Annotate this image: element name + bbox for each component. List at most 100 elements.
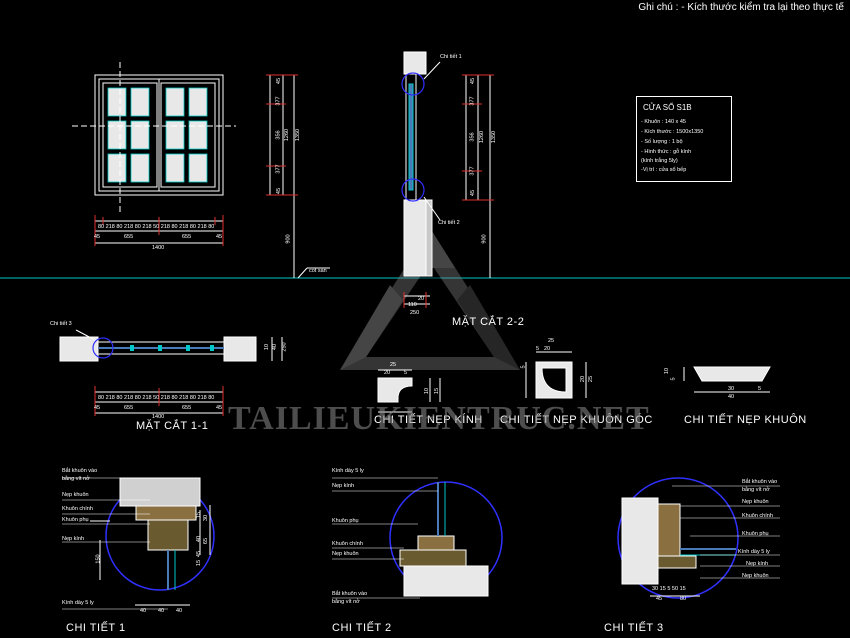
dim: 30 — [203, 514, 210, 522]
title-nep-khuon: CHI TIẾT NẸP KHUÔN — [684, 414, 807, 426]
callout-detail-1: Chi tiết 1 — [440, 54, 462, 60]
dim: 900 — [285, 234, 292, 244]
callout-detail-2: Chi tiết 2 — [438, 220, 460, 226]
dim: 377 — [275, 96, 282, 106]
ct3-label: Khuôn chính — [742, 513, 773, 519]
dim: 40 — [196, 535, 203, 543]
ct2-label: bằng vít nở — [332, 599, 360, 605]
dim: 80 — [116, 395, 123, 401]
dim: 377 — [469, 166, 476, 176]
ct3-label: Nẹp khuôn — [742, 499, 769, 505]
dim: 80 — [208, 224, 215, 230]
spec-line: -Vị trí : cửa sổ bếp — [641, 167, 687, 173]
dim: 5 — [404, 370, 408, 376]
dim: 250 — [281, 342, 288, 352]
dim: 25 — [390, 362, 397, 368]
title-detail-1: CHI TIẾT 1 — [66, 622, 126, 634]
dim: 218 — [124, 224, 134, 230]
dim: 1260 — [284, 128, 291, 142]
dim: 900 — [481, 234, 488, 244]
dim: 5 — [670, 377, 677, 381]
dim: 45 — [470, 77, 477, 85]
dim: 1350 — [295, 128, 302, 142]
callout-floor-level: cốt sàn — [309, 268, 327, 274]
watermark-text: TAILIEUKIENTRUC.NET — [228, 400, 650, 437]
dim: 655 — [124, 405, 134, 411]
title-nep-kinh: CHI TIẾT NẸP KÍNH — [374, 414, 483, 426]
dim: 50 — [153, 224, 160, 230]
dim: 218 — [197, 224, 207, 230]
profile-nep-kinh — [377, 369, 441, 413]
dim: 45 — [656, 596, 663, 602]
dim: 655 — [182, 405, 192, 411]
dim: 15 — [659, 586, 666, 592]
dim: 30 — [728, 386, 735, 392]
dim: 30 — [652, 586, 659, 592]
spec-title: CỬA SỔ S1B — [643, 103, 692, 112]
dim: 50 — [671, 586, 679, 592]
general-note: Ghi chú : - Kích thước kiểm tra lại theo… — [638, 2, 844, 13]
dim: 5 — [520, 365, 527, 369]
dim: 218 — [197, 395, 207, 401]
dim: 80 — [189, 395, 196, 401]
dim: 10 — [424, 387, 431, 395]
ct1-label: Nẹp kính — [62, 536, 85, 542]
ct3-label: Nẹp kính — [746, 561, 769, 567]
detail-1 — [62, 477, 215, 610]
dim: 45 — [276, 187, 283, 195]
dim: 150 — [95, 554, 102, 564]
section-title-2-2: MẶT CẮT 2-2 — [452, 316, 525, 328]
callout-detail-3: Chi tiết 3 — [50, 321, 72, 327]
ct3-label: Bắt khuôn vào — [742, 479, 778, 485]
dim: 20 — [544, 346, 551, 352]
dim: 15 — [434, 387, 441, 395]
ct3-dim-row: 30 15 5 50 15 — [652, 586, 686, 592]
dim: 45 — [216, 234, 223, 240]
dim: 5 — [667, 586, 671, 592]
dim: 45 — [196, 550, 203, 558]
dim: 218 — [105, 224, 115, 230]
dim: 218 — [179, 395, 189, 401]
dim: 15 — [196, 511, 203, 519]
ct1-label: Khuôn chính — [62, 506, 93, 512]
dim: 15 — [679, 586, 686, 592]
spec-line: - Kích thước : 1500x1350 — [641, 129, 704, 135]
dim: 20 — [384, 370, 391, 376]
dim: 45 — [216, 405, 223, 411]
ct2-label: Kính dày 5 ly — [332, 468, 364, 474]
spec-line: (kính trắng 5ly) — [641, 158, 678, 164]
dim: 15 — [196, 559, 203, 567]
dim: 10 — [264, 343, 271, 351]
detail-3 — [617, 477, 780, 599]
dim: 80 — [208, 395, 215, 401]
dim: 80 — [134, 395, 141, 401]
title-detail-3: CHI TIẾT 3 — [604, 622, 664, 634]
dim: 218 — [160, 395, 170, 401]
ct2-label: Bắt khuôn vào — [332, 591, 368, 597]
dim: 110 — [408, 302, 417, 308]
watermark-logo — [340, 228, 520, 370]
ct1-label: Nẹp khuôn — [62, 492, 89, 498]
detail-2 — [332, 477, 503, 599]
dim: 40 — [176, 608, 183, 614]
title-nep-khuon-goc: CHI TIẾT NẸP KHUÔN GÓC — [500, 414, 653, 426]
dim: 45 — [94, 405, 101, 411]
ct3-label: bằng vít nở — [742, 487, 770, 493]
dim: 80 — [680, 596, 687, 602]
title-detail-2: CHI TIẾT 2 — [332, 622, 392, 634]
dim: 377 — [275, 164, 282, 174]
dim: 80 — [134, 224, 141, 230]
ct2-label: Nẹp khuôn — [332, 551, 359, 557]
window-elevation — [72, 62, 330, 279]
dim: 80 — [189, 224, 196, 230]
ct1-label: Kính dày 5 ly — [62, 600, 94, 606]
dim: 655 — [124, 234, 134, 240]
dim: 1400 — [152, 414, 165, 420]
dim: 45 — [276, 77, 283, 85]
ct2-label: Khuôn chính — [332, 541, 363, 547]
dim: 50 — [153, 395, 160, 401]
spec-line: - Số lượng : 1 bộ — [641, 139, 683, 145]
sec11-dim-row: 80 218 80 218 80 218 50 218 80 218 80 21… — [98, 395, 214, 401]
ct2-label: Khuôn phụ — [332, 518, 359, 524]
dim: 20 — [418, 296, 425, 302]
